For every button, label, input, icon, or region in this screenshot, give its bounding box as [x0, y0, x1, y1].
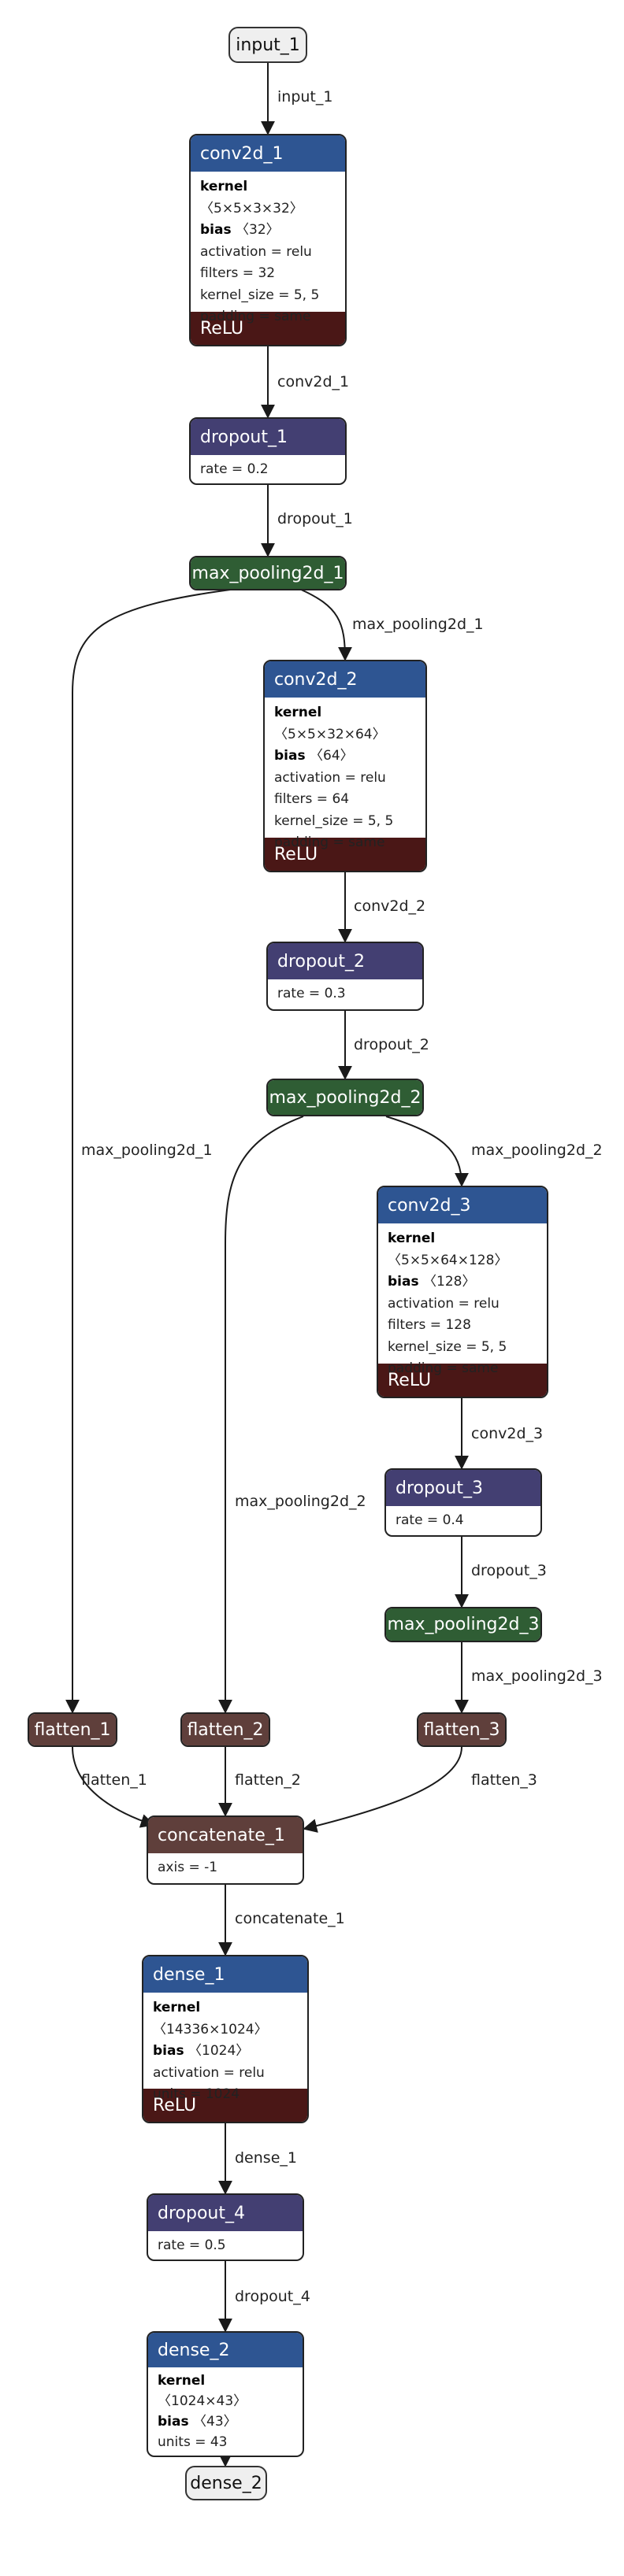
edge-label: input_1	[277, 88, 333, 105]
dropout-4-node[interactable]: dropout_4 rate = 0.5	[147, 2193, 304, 2261]
edge-label: max_pooling2d_1	[352, 616, 484, 633]
conv2d-1-node[interactable]: conv2d_1 kernel 〈5×5×3×32〉 bias 〈32〉 act…	[189, 134, 347, 346]
edge-label: flatten_3	[471, 1771, 537, 1789]
flatten-1-node[interactable]: flatten_1	[28, 1712, 117, 1747]
edge-flatten-3-to-concat	[303, 1746, 462, 1833]
node-attributes: kernel 〈1024×43〉 bias 〈43〉 units = 43	[158, 2373, 247, 2450]
conv2d-3-node[interactable]: conv2d_3 kernel 〈5×5×64×128〉 bias 〈128〉 …	[377, 1186, 548, 1398]
node-attributes: kernel 〈14336×1024〉 bias 〈1024〉 activati…	[153, 2000, 268, 2102]
node-attributes: axis = -1	[158, 1860, 218, 1875]
node-title: flatten_2	[182, 1714, 269, 1745]
activation-label: ReLU	[143, 2089, 307, 2122]
activation-label: ReLU	[265, 838, 425, 871]
edge-flatten-1-to-concat	[72, 1746, 155, 1828]
edge-pool-2-to-flatten-2	[218, 1116, 304, 1714]
max-pooling2d-1-node[interactable]: max_pooling2d_1	[189, 556, 347, 590]
edge-pool-1-to-flatten-1	[65, 588, 237, 1714]
node-attributes: rate = 0.2	[200, 461, 269, 477]
edge-label: concatenate_1	[235, 1910, 345, 1927]
dense-1-node[interactable]: dense_1 kernel 〈14336×1024〉 bias 〈1024〉 …	[142, 1955, 309, 2123]
edge-label: dropout_2	[354, 1036, 429, 1053]
node-title: max_pooling2d_1	[191, 557, 345, 589]
node-title: dropout_4	[148, 2195, 303, 2231]
edge-label: conv2d_1	[277, 373, 350, 390]
edge-label: conv2d_2	[354, 898, 426, 915]
edge-label: max_pooling2d_3	[471, 1667, 603, 1685]
max-pooling2d-3-node[interactable]: max_pooling2d_3	[384, 1607, 542, 1642]
conv2d-2-node[interactable]: conv2d_2 kernel 〈5×5×32×64〉 bias 〈64〉 ac…	[263, 660, 427, 872]
node-title: max_pooling2d_2	[268, 1080, 422, 1115]
edge-label: max_pooling2d_2	[235, 1493, 366, 1510]
node-attributes: kernel 〈5×5×32×64〉 bias 〈64〉 activation …	[274, 705, 394, 850]
node-title: dense_2	[148, 2333, 303, 2367]
node-attributes: rate = 0.3	[277, 986, 346, 1001]
node-title: dropout_2	[268, 943, 422, 979]
concatenate-1-node[interactable]: concatenate_1 axis = -1	[147, 1815, 304, 1885]
edge-label: dropout_3	[471, 1562, 547, 1579]
node-attributes: rate = 0.4	[396, 1512, 464, 1528]
node-attributes: rate = 0.5	[158, 2237, 226, 2253]
node-title: concatenate_1	[148, 1817, 303, 1853]
edge-label: flatten_1	[81, 1771, 147, 1789]
node-title: max_pooling2d_3	[386, 1608, 540, 1641]
node-title: dropout_3	[386, 1470, 540, 1506]
max-pooling2d-2-node[interactable]: max_pooling2d_2	[266, 1079, 424, 1116]
edge-label: max_pooling2d_1	[81, 1142, 213, 1159]
input-node[interactable]: input_1	[228, 27, 307, 63]
edge-label: dropout_4	[235, 2288, 310, 2305]
edge-label: flatten_2	[235, 1771, 301, 1789]
dropout-2-node[interactable]: dropout_2 rate = 0.3	[266, 942, 424, 1011]
node-title: dropout_1	[191, 419, 345, 455]
edge-label: dense_1	[235, 2149, 297, 2167]
dropout-1-node[interactable]: dropout_1 rate = 0.2	[189, 417, 347, 485]
node-title: conv2d_1	[191, 135, 345, 172]
output-node[interactable]: dense_2	[185, 2466, 267, 2500]
edge-label: max_pooling2d_2	[471, 1142, 603, 1159]
activation-label: ReLU	[191, 312, 345, 345]
node-title: conv2d_3	[378, 1187, 547, 1223]
node-attributes: kernel 〈5×5×64×128〉 bias 〈128〉 activatio…	[388, 1231, 508, 1376]
edge-label: dropout_1	[277, 510, 353, 527]
node-title: flatten_3	[418, 1714, 505, 1745]
edge-pool-2-to-conv2d-3	[385, 1116, 469, 1187]
dense-2-node[interactable]: dense_2 kernel 〈1024×43〉 bias 〈43〉 units…	[147, 2331, 304, 2457]
dropout-3-node[interactable]: dropout_3 rate = 0.4	[384, 1468, 542, 1537]
edge-pool-1-to-conv2d-2	[299, 588, 352, 661]
node-title: flatten_1	[29, 1714, 116, 1745]
edge-label: conv2d_3	[471, 1425, 544, 1442]
node-title: dense_1	[143, 1956, 307, 1993]
node-attributes: kernel 〈5×5×3×32〉 bias 〈32〉 activation =…	[200, 179, 320, 324]
node-title: conv2d_2	[265, 661, 425, 698]
flatten-2-node[interactable]: flatten_2	[180, 1712, 270, 1747]
activation-label: ReLU	[378, 1364, 547, 1397]
flatten-3-node[interactable]: flatten_3	[417, 1712, 507, 1747]
